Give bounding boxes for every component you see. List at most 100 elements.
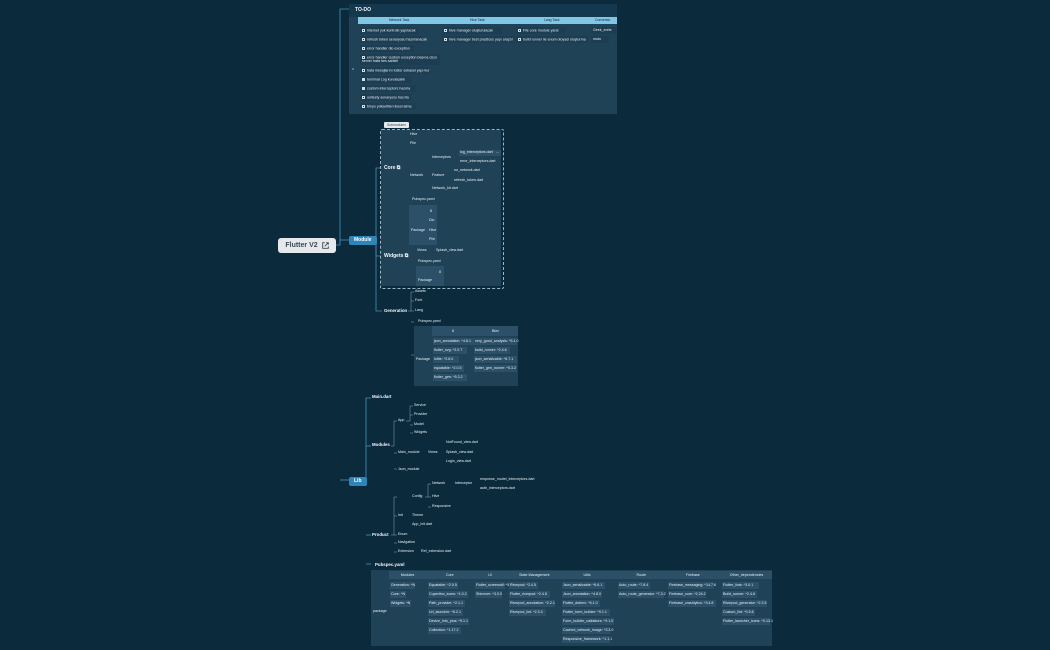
generation-item[interactable]: Lang: [415, 308, 423, 312]
package-item[interactable]: Auto_route: ^7.8.4: [619, 582, 649, 587]
external-link-icon[interactable]: [321, 242, 329, 249]
package-item[interactable]: Responsive_framework: ^1.1.1: [563, 636, 613, 641]
package-item[interactable]: equatable: ^2.0.5: [434, 366, 462, 370]
file-item[interactable]: Ref_extension.dart: [421, 549, 452, 553]
package-item[interactable]: Flutter_riverpod: ^2.4.5: [510, 591, 547, 596]
generation-item[interactable]: Assets: [415, 289, 426, 293]
feature-node[interactable]: Feature: [432, 173, 445, 177]
interceptors-node[interactable]: Interceptors: [432, 155, 451, 159]
json-module-node[interactable]: Json_module: [398, 467, 420, 471]
app-item[interactable]: Model: [414, 422, 424, 426]
file-item[interactable]: Network_kit.dart: [432, 186, 458, 190]
enum-node[interactable]: Enum: [398, 532, 408, 536]
navigation-node[interactable]: Navigation: [398, 540, 415, 544]
package-item[interactable]: Riverpod: ^2.4.5: [510, 582, 537, 587]
pubspec-node[interactable]: Pubspec.yaml: [418, 259, 441, 263]
list-item[interactable]: hata mesajlarını toster sekasel yapı kur: [362, 69, 430, 73]
external-link-icon[interactable]: ⧉: [404, 253, 409, 259]
package-item[interactable]: very_good_analysis: ^5.1.0: [475, 339, 519, 343]
responsive-node[interactable]: Responsive: [432, 504, 451, 508]
init-item[interactable]: Theme: [412, 513, 424, 517]
core-item[interactable]: Pile: [410, 141, 416, 145]
pubspec-node[interactable]: Pubspec.yaml: [412, 197, 435, 201]
core-item[interactable]: Hive: [410, 132, 418, 136]
interceptor-node[interactable]: Interceptor: [455, 481, 473, 485]
modules-node[interactable]: Modules: [372, 442, 390, 447]
module-node[interactable]: Module: [349, 236, 377, 245]
list-item[interactable]: File core module yarat: [518, 29, 559, 33]
package-item[interactable]: Firebase_messaging: ^14.7.6: [669, 582, 717, 587]
file-item[interactable]: Login_view.dart: [446, 459, 471, 463]
package-item[interactable]: json_serializable: ^6.7.1: [475, 357, 514, 361]
package-item[interactable]: Firebase_crashlytics: ^3.4.8: [669, 600, 714, 605]
list-item[interactable]: error handler dio exception: [362, 47, 410, 51]
package-item[interactable]: Build_runner: ^2.4.6: [723, 591, 756, 596]
package-item[interactable]: Json_serializable: ^6.6.1: [563, 582, 603, 587]
file-item[interactable]: NotFound_view.dart: [446, 440, 478, 444]
file-item[interactable]: log_interceptors.dart: [460, 150, 493, 154]
package-item[interactable]: Pile: [429, 237, 435, 241]
package-item[interactable]: Riverpod_annotation: ^2.2.1: [510, 600, 555, 605]
file-item[interactable]: refresh_token.dart: [454, 178, 484, 182]
file-item[interactable]: response_model_interceptors.dart: [480, 477, 535, 481]
app-item[interactable]: Service: [414, 403, 426, 407]
package-item[interactable]: Form_builder_validators: ^9.1.0: [563, 618, 614, 623]
package-item[interactable]: Shimmer: ^3.0.0: [476, 591, 503, 596]
package-item[interactable]: Flutter_form_builder: ^9.1.1: [563, 609, 607, 614]
package-item[interactable]: Riverpod_lint: ^2.3.3: [510, 609, 543, 614]
file-item[interactable]: Splash_view.dart: [446, 450, 474, 454]
hive-node[interactable]: Hive: [432, 494, 440, 498]
views-node[interactable]: Views: [417, 248, 427, 252]
package-item[interactable]: Flutter_launcher_icons: ^0.13.1: [723, 618, 774, 623]
package-item[interactable]: build_runner: ^2.4.6: [475, 348, 507, 352]
checkbox[interactable]: [362, 96, 365, 99]
package-item[interactable]: lottie: ^2.6.0: [434, 357, 454, 361]
package-item[interactable]: Dio: [429, 218, 435, 222]
network-node[interactable]: Network: [432, 481, 446, 485]
main-file[interactable]: Main.dart: [372, 394, 392, 399]
file-item[interactable]: error_interceptors.dart: [460, 159, 496, 163]
checkbox[interactable]: [362, 105, 365, 108]
package-item[interactable]: Generation: ^N: [391, 582, 416, 587]
package-item[interactable]: Equatable: ^2.0.5: [429, 582, 457, 587]
package-item[interactable]: Core: ^N: [391, 591, 406, 596]
package-item[interactable]: Cached_network_image: ^3.3.0: [563, 627, 614, 632]
checkbox[interactable]: [362, 78, 365, 81]
checkbox[interactable]: [362, 29, 365, 32]
root-node[interactable]: Flutter V2: [278, 238, 336, 253]
file-item[interactable]: Splash_view.dart: [436, 248, 464, 252]
list-item[interactable]: hive manager best practices yapı araştır: [444, 38, 513, 42]
package-item[interactable]: flutter_svg: ^2.0.7: [434, 348, 463, 352]
config-node[interactable]: Config: [412, 494, 423, 498]
checkbox[interactable]: [362, 38, 365, 41]
lib-node[interactable]: Lib: [349, 477, 367, 486]
package-item[interactable]: Flutter_lints: ^3.0.1: [723, 582, 754, 587]
lib-pubspec-node[interactable]: Pubspec.yaml: [375, 562, 405, 567]
list-item[interactable]: terminal Log kurulacaktı: [362, 78, 405, 82]
package-item[interactable]: Auto_route_generator: ^7.3.2: [619, 591, 666, 596]
more-icon[interactable]: ⋯: [496, 150, 499, 154]
list-item[interactable]: refresh token senaryosu hazırlanacak: [362, 38, 427, 42]
views-node[interactable]: Views: [428, 450, 438, 454]
init-node[interactable]: Init: [398, 513, 403, 517]
widgets-node[interactable]: Widgets ⧉: [384, 253, 409, 259]
package-item[interactable]: Hive: [429, 228, 437, 232]
package-item[interactable]: flutter_gen: ^5.3.2: [434, 375, 463, 379]
package-item[interactable]: Riverpod_generator: ^2.3.5: [723, 600, 767, 605]
list-item[interactable]: Geek_enhe: [593, 28, 612, 32]
external-link-icon[interactable]: ⧉: [396, 165, 401, 171]
package-item[interactable]: Collection: ^1.17.2: [429, 627, 459, 632]
core-node[interactable]: Core ⧉: [384, 165, 401, 171]
package-item[interactable]: Json_annotation: ^4.8.0: [563, 591, 602, 596]
checkbox[interactable]: [362, 47, 365, 50]
file-item[interactable]: auth_interceptors.dart: [480, 486, 515, 490]
checkbox[interactable]: [518, 38, 521, 41]
checkbox[interactable]: [362, 69, 365, 72]
package-item[interactable]: Flutter_screenutil: ^5.9.0: [476, 582, 516, 587]
package-item[interactable]: Widgets: ^N: [391, 600, 411, 605]
list-item[interactable]: internet yok kontrolü yapılacak: [362, 29, 416, 33]
app-node[interactable]: App: [398, 418, 405, 422]
pubspec-node[interactable]: Pubspec.yaml: [418, 319, 441, 323]
package-item[interactable]: Custom_lint: ^0.5.6: [723, 609, 754, 614]
checkbox[interactable]: [362, 87, 365, 90]
